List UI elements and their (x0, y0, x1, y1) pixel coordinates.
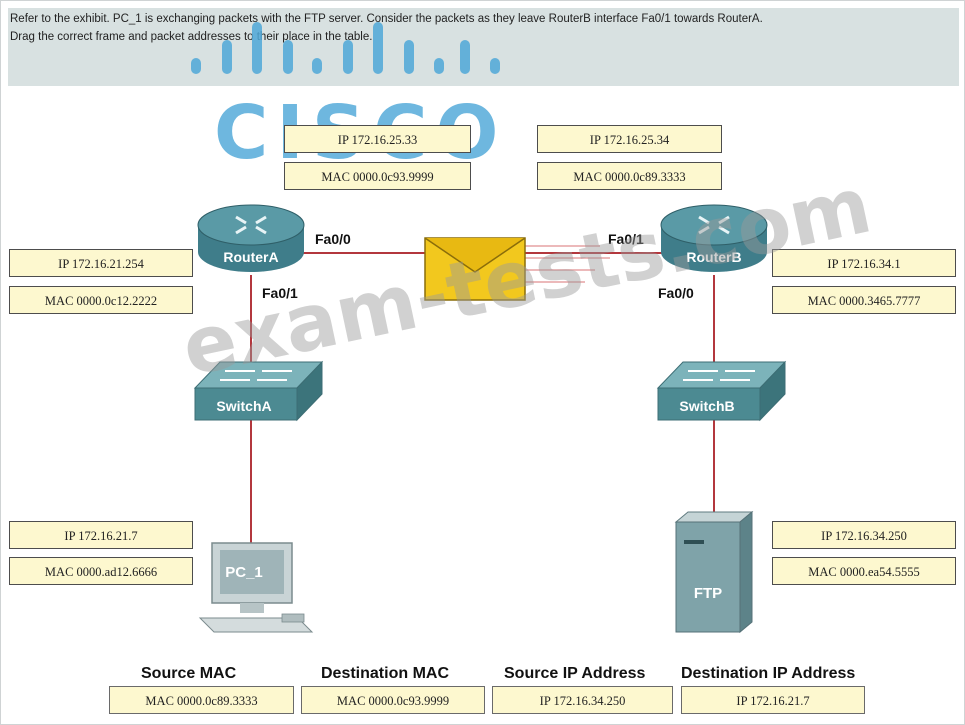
routerA-fa00-label: Fa0/0 (315, 231, 351, 247)
routerA-fa01-mac: MAC 0000.0c12.2222 (9, 286, 193, 314)
routerB-fa00-mac: MAC 0000.3465.7777 (772, 286, 956, 314)
routerA-fa01-ip: IP 172.16.21.254 (9, 249, 193, 277)
routerB-fa01-ip: IP 172.16.25.34 (537, 125, 722, 153)
routerB-fa01-label: Fa0/1 (608, 231, 644, 247)
header-source-mac: Source MAC (141, 665, 237, 682)
switchA-label: SwitchA (216, 398, 271, 414)
instruction-line-2: Drag the correct frame and packet addres… (10, 31, 373, 43)
instruction-line-1: Refer to the exhibit. PC_1 is exchanging… (10, 13, 763, 25)
pc-icon (198, 542, 314, 633)
routerB-fa00-label: Fa0/0 (658, 285, 694, 301)
switchB-icon (656, 360, 787, 422)
routerA-fa01-label: Fa0/1 (262, 285, 298, 301)
answer-destination-ip[interactable]: IP 172.16.21.7 (681, 686, 865, 714)
routerA-fa00-ip: IP 172.16.25.33 (284, 125, 471, 153)
pc-ip: IP 172.16.21.7 (9, 521, 193, 549)
ftp-label: FTP (694, 585, 722, 602)
answer-destination-mac[interactable]: MAC 0000.0c93.9999 (301, 686, 485, 714)
envelope-motion-lines (525, 245, 610, 283)
pc-mac: MAC 0000.ad12.6666 (9, 557, 193, 585)
instruction-header (8, 8, 959, 86)
routerA-fa00-mac: MAC 0000.0c93.9999 (284, 162, 471, 190)
routerA-label: RouterA (223, 249, 278, 265)
header-destination-ip: Destination IP Address (681, 665, 856, 682)
switchA-icon (193, 360, 324, 422)
ftp-server-icon (674, 510, 754, 634)
header-source-ip: Source IP Address (504, 665, 646, 682)
header-destination-mac: Destination MAC (321, 665, 449, 682)
packet-envelope-icon (424, 237, 526, 301)
routerB-icon (660, 204, 768, 272)
switchB-label: SwitchB (679, 398, 734, 414)
ftp-mac: MAC 0000.ea54.5555 (772, 557, 956, 585)
pc-label: PC_1 (225, 564, 263, 581)
answer-source-ip[interactable]: IP 172.16.34.250 (492, 686, 673, 714)
ftp-ip: IP 172.16.34.250 (772, 521, 956, 549)
routerB-fa01-mac: MAC 0000.0c89.3333 (537, 162, 722, 190)
answer-source-mac[interactable]: MAC 0000.0c89.3333 (109, 686, 294, 714)
routerA-icon (197, 204, 305, 272)
cisco-logo-bars (191, 22, 500, 74)
routerB-fa00-ip: IP 172.16.34.1 (772, 249, 956, 277)
routerB-label: RouterB (686, 249, 741, 265)
